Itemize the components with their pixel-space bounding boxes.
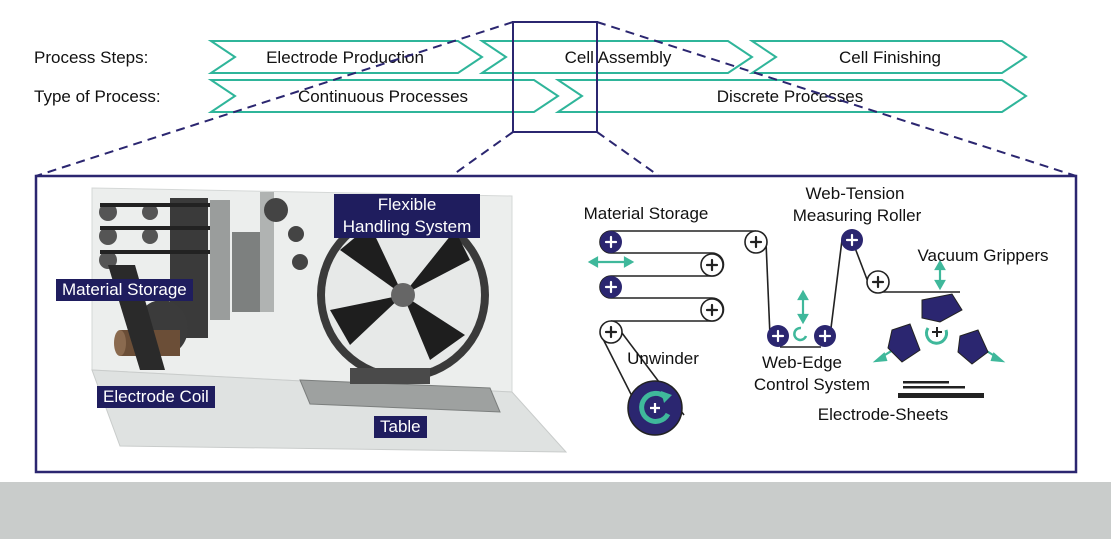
step-cell-finishing: Cell Finishing [839,48,941,67]
vacuum-grippers-label: Vacuum Grippers [917,246,1048,265]
unwinder-label: Unwinder [627,349,699,368]
chevron-discrete-processes [554,79,1028,113]
machine-photo [91,187,568,453]
tag-flexible-handling-line2: Handling System [334,216,480,238]
web-path [599,230,960,416]
plus-glyphs [604,233,885,343]
tag-material-storage: Material Storage [56,279,193,301]
schematic [587,229,1006,436]
type-discrete: Discrete Processes [717,87,863,106]
electrode-sheets [898,381,984,398]
highlight-box [512,21,598,133]
schematic-material-storage: Material Storage [584,204,709,223]
tag-electrode-coil: Electrode Coil [97,386,215,408]
web-edge-line1: Web-Edge [762,353,842,372]
web-edge-line2: Control System [754,375,870,394]
tag-flexible-handling-line1: Flexible [334,194,480,216]
tag-table: Table [374,416,427,438]
web-tension-line2: Measuring Roller [793,206,922,225]
footer-band [0,482,1111,539]
process-steps-label: Process Steps: [34,48,148,67]
vacuum-gripper [887,293,989,365]
web-tension-line1: Web-Tension [806,184,905,203]
type-of-process-label: Type of Process: [34,87,161,106]
type-continuous: Continuous Processes [298,87,468,106]
chevron-cell-finishing [748,40,1028,74]
chevron-electrode-production [207,40,484,74]
chevron-cell-assembly [478,40,754,74]
step-electrode-production: Electrode Production [266,48,424,67]
step-cell-assembly: Cell Assembly [565,48,672,67]
rotation-icon [639,390,671,424]
electrode-sheets-label: Electrode-Sheets [818,405,948,424]
chevron-continuous-processes [207,79,560,113]
